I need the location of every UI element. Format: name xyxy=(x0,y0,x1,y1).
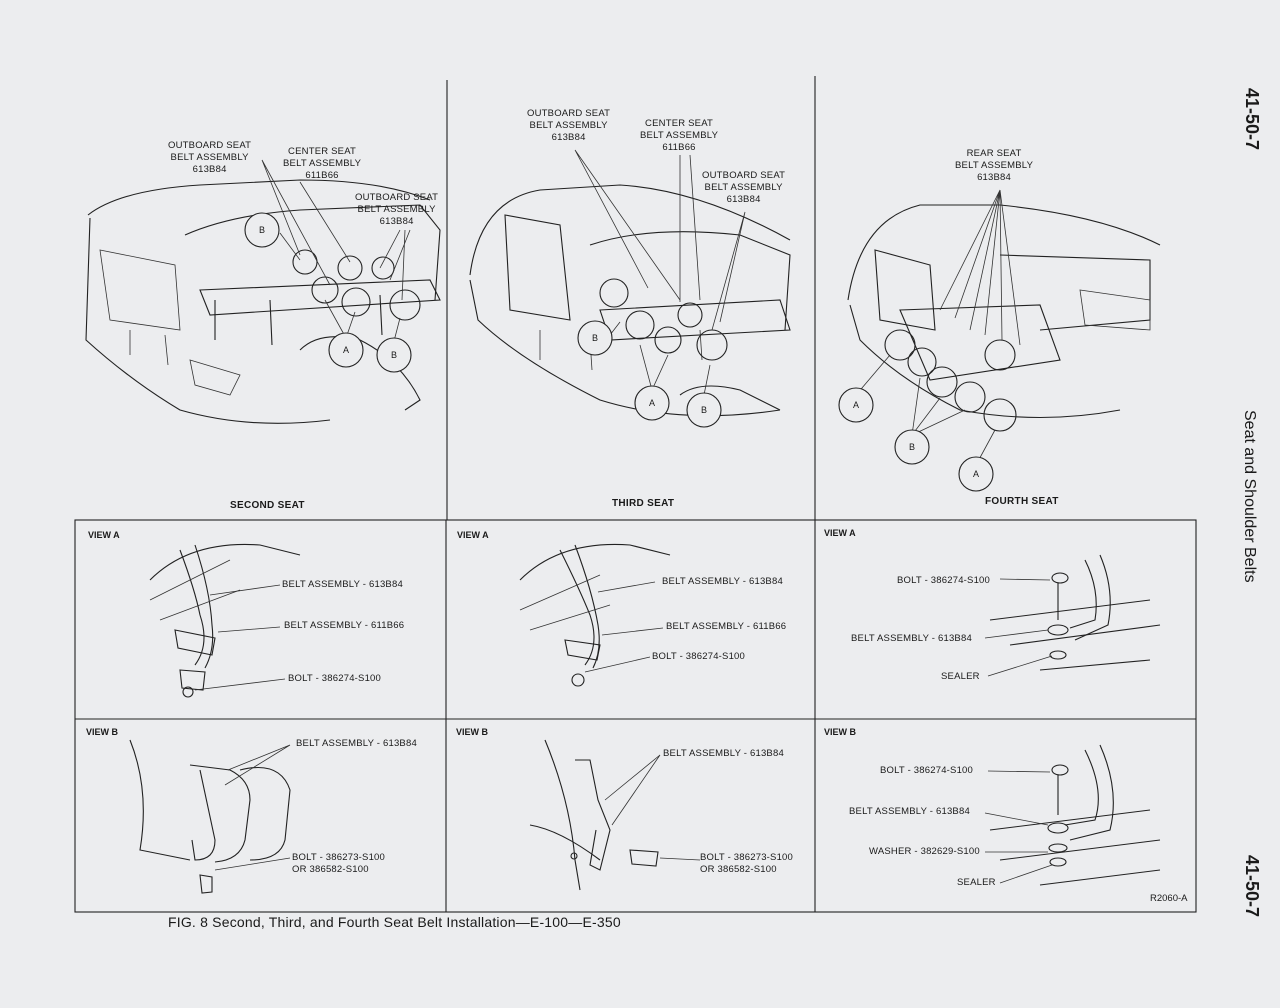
view-b-second-title: VIEW B xyxy=(86,727,119,737)
view-b-second-sketch xyxy=(129,739,291,894)
callout-a-bottom-fourth: A xyxy=(972,469,979,479)
callout-b-second: B xyxy=(390,350,397,360)
label-outboard-right-second: OUTBOARD SEAT BELT ASSEMBLY 613B84 xyxy=(355,192,439,227)
callout-b-fourth: B xyxy=(908,442,915,452)
view-b-third-belt: BELT ASSEMBLY - 613B84 xyxy=(663,748,784,759)
view-a-fourth-sketch xyxy=(984,554,1161,677)
view-a-second-belt-613b84: BELT ASSEMBLY - 613B84 xyxy=(282,579,403,590)
second-seat-van-sketch xyxy=(85,159,441,424)
figure-code: R2060-A xyxy=(1150,893,1188,904)
callout-a-left-fourth: A xyxy=(852,400,859,410)
callout-a-third: A xyxy=(648,398,655,408)
view-a-third-belt-611b66: BELT ASSEMBLY - 611B66 xyxy=(666,621,787,632)
view-b-fourth-washer: WASHER - 382629-S100 xyxy=(869,846,980,857)
fourth-seat-van-sketch xyxy=(847,189,1161,466)
view-a-fourth-sealer: SEALER xyxy=(941,671,980,682)
view-a-third-belt-613b84: BELT ASSEMBLY - 613B84 xyxy=(662,576,783,587)
view-a-fourth-title: VIEW A xyxy=(824,528,856,538)
third-seat-van-sketch xyxy=(469,149,791,417)
page-number-bottom: 41-50-7 xyxy=(1242,855,1262,918)
view-a-third-bolt: BOLT - 386274-S100 xyxy=(652,651,746,662)
view-a-third-sketch xyxy=(519,543,671,687)
label-center-third: CENTER SEAT BELT ASSEMBLY 611B66 xyxy=(640,118,719,153)
view-a-second-sketch xyxy=(149,543,301,698)
view-b-third-title: VIEW B xyxy=(456,727,489,737)
label-rear-fourth: REAR SEAT BELT ASSEMBLY 613B84 xyxy=(955,148,1034,183)
view-a-second-bolt: BOLT - 386274-S100 xyxy=(288,673,382,684)
title-third-seat: THIRD SEAT xyxy=(612,498,675,509)
view-b-second-belt: BELT ASSEMBLY - 613B84 xyxy=(296,738,417,749)
callout-b-left-third: B xyxy=(591,333,598,343)
view-a-third-title: VIEW A xyxy=(457,530,489,540)
callout-a-second: A xyxy=(342,345,349,355)
label-center-second: CENTER SEAT BELT ASSEMBLY 611B66 xyxy=(283,146,362,181)
label-outboard-left-second: OUTBOARD SEAT BELT ASSEMBLY 613B84 xyxy=(168,140,252,175)
label-outboard-left-third: OUTBOARD SEAT BELT ASSEMBLY 613B84 xyxy=(527,108,611,143)
title-fourth-seat: FOURTH SEAT xyxy=(985,496,1059,507)
view-b-second-bolt: BOLT - 386273-S100 OR 386582-S100 xyxy=(292,852,386,875)
view-a-fourth-bolt: BOLT - 386274-S100 xyxy=(897,575,991,586)
view-b-third-bolt: BOLT - 386273-S100 OR 386582-S100 xyxy=(700,852,794,875)
view-b-fourth-bolt: BOLT - 386274-S100 xyxy=(880,765,974,776)
view-b-third-sketch xyxy=(529,739,701,891)
callout-b-third: B xyxy=(700,405,707,415)
view-b-fourth-title: VIEW B xyxy=(824,727,857,737)
view-b-fourth-belt: BELT ASSEMBLY - 613B84 xyxy=(849,806,970,817)
view-a-second-title: VIEW A xyxy=(88,530,120,540)
title-second-seat: SECOND SEAT xyxy=(230,500,305,511)
view-a-second-belt-611b66: BELT ASSEMBLY - 611B66 xyxy=(284,620,405,631)
view-b-fourth-sealer: SEALER xyxy=(957,877,996,888)
page-number-top: 41-50-7 xyxy=(1242,88,1262,151)
view-a-fourth-belt: BELT ASSEMBLY - 613B84 xyxy=(851,633,972,644)
view-b-fourth-sketch xyxy=(984,744,1161,886)
callout-b-top-second: B xyxy=(258,225,265,235)
section-title: Seat and Shoulder Belts xyxy=(1241,410,1258,583)
label-outboard-right-third: OUTBOARD SEAT BELT ASSEMBLY 613B84 xyxy=(702,170,786,205)
figure-caption: FIG. 8 Second, Third, and Fourth Seat Be… xyxy=(168,914,621,930)
